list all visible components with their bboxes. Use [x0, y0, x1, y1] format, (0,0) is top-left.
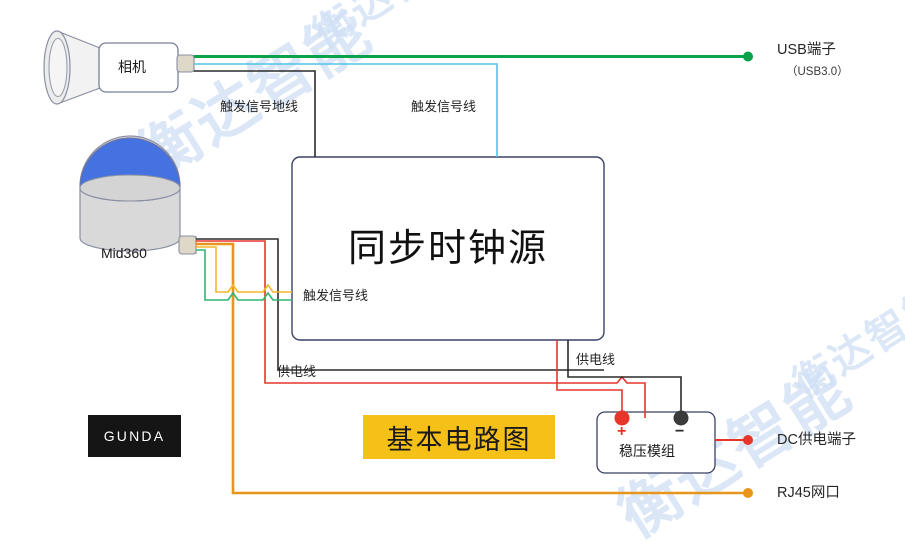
clock-black-power-wire [567, 340, 682, 418]
camera-device [43, 30, 195, 105]
regulator-label: 稳压模组 [619, 443, 675, 459]
brand-logo: GUNDA [88, 415, 181, 457]
camera-label: 相机 [118, 59, 146, 75]
lidar-label: Mid360 [101, 245, 147, 261]
dc-terminal-dot [743, 435, 753, 445]
title-badge-label: 基本电路图 [386, 424, 532, 455]
lidar-device [79, 135, 197, 255]
label-power-supply-wire-right: 供电线 [576, 352, 616, 367]
regulator-box [596, 411, 716, 474]
label-trigger-signal-wire-top: 触发信号线 [411, 99, 477, 114]
clock-source-box [291, 156, 605, 341]
brand-logo-text: GUNDA [103, 428, 166, 444]
clock-red-power-wire [556, 340, 623, 418]
label-power-supply-wire-left: 供电线 [277, 364, 317, 379]
label-trigger-signal-ground-wire: 触发信号地线 [220, 99, 299, 114]
rj45-terminal-label: RJ45网口 [777, 485, 840, 501]
clock-source-label: 同步时钟源 [348, 228, 549, 270]
lidar-green-trigger-ground-wire [196, 249, 292, 301]
lidar-black-wire [196, 238, 604, 371]
regulator-positive-terminal [614, 410, 630, 426]
usb-terminal-sub-label: （USB3.0） [786, 66, 849, 78]
regulator-minus-sign: − [675, 423, 685, 440]
title-badge: 基本电路图 [363, 415, 555, 459]
trigger-signal-cyan-wire [194, 63, 498, 157]
label-trigger-signal-wire-mid: 触发信号线 [303, 288, 369, 303]
regulator-plus-sign: + [617, 423, 627, 440]
trigger-ground-black-wire [194, 70, 316, 157]
usb-terminal-label: USB端子 [777, 42, 836, 58]
rj45-terminal-dot [743, 488, 753, 498]
dc-terminal-label: DC供电端子 [777, 432, 856, 448]
lidar-yellow-trigger-wire [196, 246, 292, 293]
lidar-orange-rj45-wire [196, 242, 748, 495]
usb-terminal-dot [743, 51, 753, 62]
regulator-negative-terminal [673, 410, 689, 426]
lidar-red-power-wire [196, 240, 646, 418]
